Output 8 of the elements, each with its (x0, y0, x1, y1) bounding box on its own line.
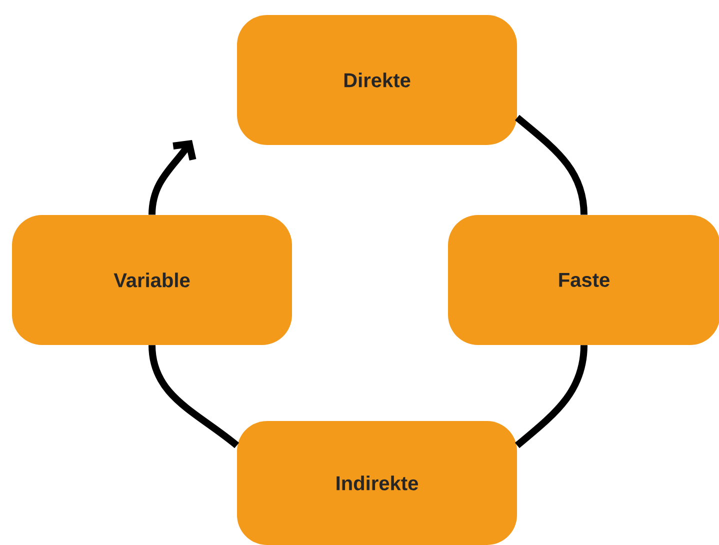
connector-arc (514, 344, 588, 448)
connector-arc (148, 140, 196, 215)
process-box: Faste (448, 214, 719, 345)
connector-arc (514, 114, 588, 215)
process-box: Variable (12, 214, 292, 345)
process-box: Direkte (237, 15, 517, 145)
process-box: Indirekte (237, 420, 517, 545)
connector-arc (148, 344, 239, 448)
